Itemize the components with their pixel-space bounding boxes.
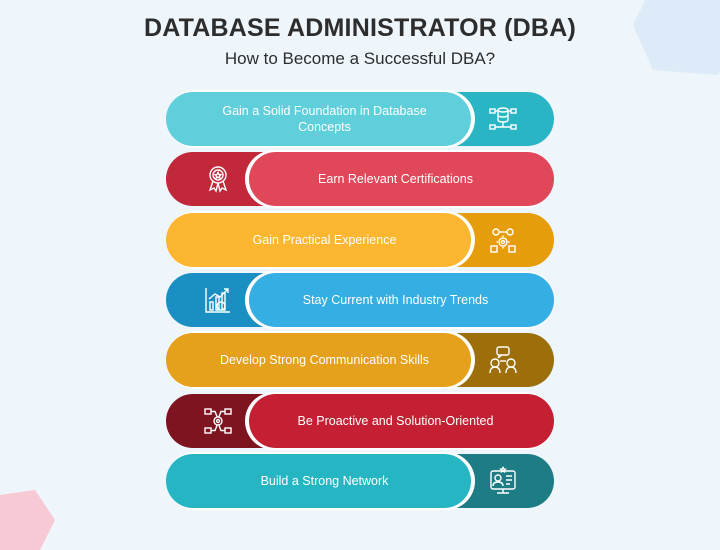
page-title: DATABASE ADMINISTRATOR (DBA) xyxy=(144,14,576,42)
step-2: Earn Relevant Certifications xyxy=(166,152,554,206)
step-4: Stay Current with Industry Trends xyxy=(166,273,554,327)
step-1-label: Gain a Solid Foundation in Database Conc… xyxy=(222,104,427,134)
step-5-card: Develop Strong Communication Skills xyxy=(166,333,471,387)
trend-chart-icon xyxy=(203,285,233,315)
step-6-card: Be Proactive and Solution-Oriented xyxy=(249,394,554,448)
step-4-card: Stay Current with Industry Trends xyxy=(249,273,554,327)
step-2-label: Earn Relevant Certifications xyxy=(318,172,473,186)
step-1-card: Gain a Solid Foundation in Database Conc… xyxy=(166,92,471,146)
decor-hexagon-bottom-left xyxy=(0,490,55,550)
experience-gears-icon xyxy=(488,225,518,255)
step-3-card: Gain Practical Experience xyxy=(166,213,471,267)
step-1: Gain a Solid Foundation in Database Conc… xyxy=(166,92,554,146)
step-5: Develop Strong Communication Skills xyxy=(166,333,554,387)
step-6: Be Proactive and Solution-Oriented xyxy=(166,394,554,448)
step-7: Build a Strong Network xyxy=(166,454,554,508)
page-subtitle: How to Become a Successful DBA? xyxy=(224,49,496,68)
step-7-label: Build a Strong Network xyxy=(260,474,389,488)
decor-hexagon-top-right xyxy=(633,0,720,75)
step-5-label: Develop Strong Communication Skills xyxy=(219,353,430,367)
profile-card-icon xyxy=(488,465,518,496)
step-7-card: Build a Strong Network xyxy=(166,454,471,508)
database-network-icon xyxy=(488,104,518,134)
step-2-card: Earn Relevant Certifications xyxy=(249,152,554,206)
step-3-label: Gain Practical Experience xyxy=(252,233,397,247)
step-3: Gain Practical Experience xyxy=(166,213,554,267)
communication-icon xyxy=(488,345,518,375)
solution-flow-icon xyxy=(203,406,233,436)
step-4-label: Stay Current with Industry Trends xyxy=(302,293,489,307)
step-6-label: Be Proactive and Solution-Oriented xyxy=(297,414,494,428)
award-ribbon-icon xyxy=(203,164,233,194)
